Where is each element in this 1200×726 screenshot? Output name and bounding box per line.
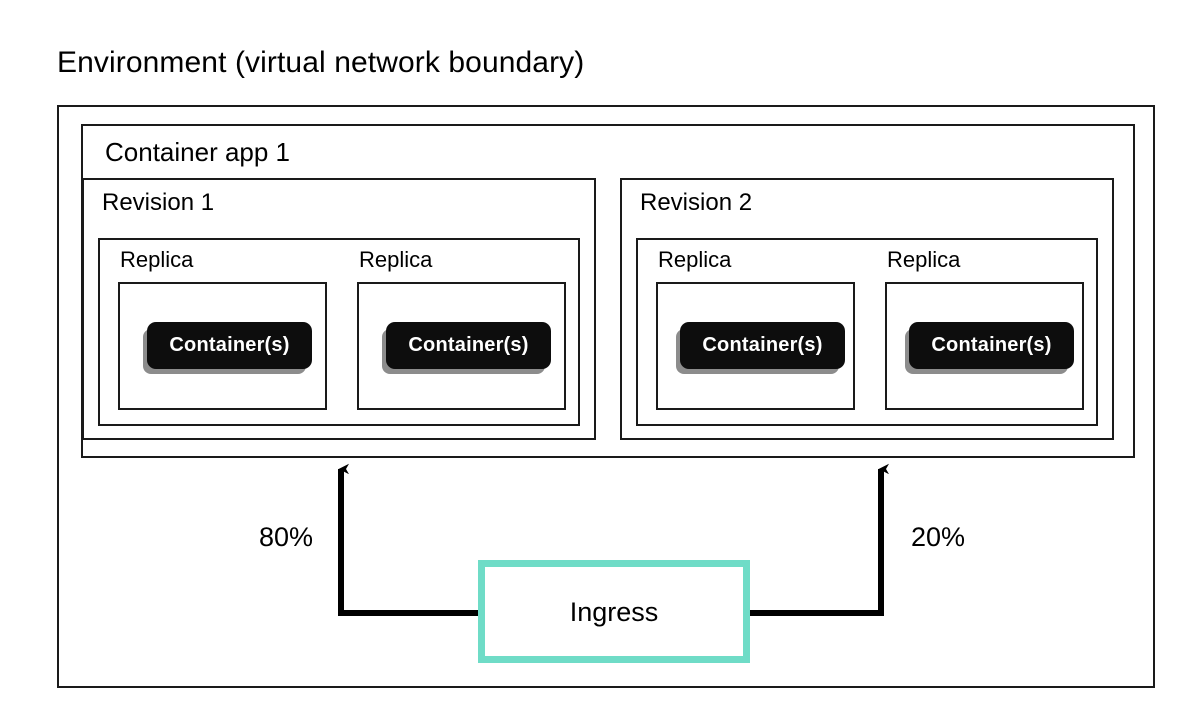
revision-2-title: Revision 2 — [640, 189, 753, 216]
replica-cell: Replica Container(s) — [100, 240, 339, 424]
revision-1-replica-group: Replica Container(s) Replica Container(s… — [98, 238, 580, 426]
replica-inner-box: Container(s) — [118, 282, 327, 410]
environment-boundary-box — [57, 105, 1155, 688]
replica-label: Replica — [359, 247, 433, 272]
container-app-title: Container app 1 — [105, 137, 291, 167]
replica-label: Replica — [120, 247, 194, 272]
ingress-box: Ingress — [478, 560, 750, 663]
replica-inner-box: Container(s) — [885, 282, 1084, 410]
replica-inner-box: Container(s) — [656, 282, 855, 410]
ingress-label: Ingress — [569, 596, 659, 627]
replica-label: Replica — [887, 247, 961, 272]
revision-1-box: Revision 1 Replica Container(s) Replica … — [82, 178, 596, 440]
traffic-split-label-revision-1: 80% — [259, 522, 314, 552]
environment-caption: Environment (virtual network boundary) — [57, 46, 585, 79]
revision-2-box: Revision 2 Replica Container(s) Replica … — [620, 178, 1114, 440]
traffic-split-label-revision-2: 20% — [911, 522, 966, 552]
replica-label: Replica — [658, 247, 732, 272]
container-pill: Container(s) — [909, 321, 1074, 369]
replica-inner-box: Container(s) — [357, 282, 566, 410]
revision-2-replica-group: Replica Container(s) Replica Container(s… — [636, 238, 1098, 426]
container-pill: Container(s) — [386, 321, 551, 369]
replica-cell: Replica Container(s) — [867, 240, 1096, 424]
container-pill: Container(s) — [147, 321, 312, 369]
container-pill: Container(s) — [680, 321, 845, 369]
revision-1-title: Revision 1 — [102, 189, 215, 216]
replica-cell: Replica Container(s) — [339, 240, 578, 424]
replica-cell: Replica Container(s) — [638, 240, 867, 424]
